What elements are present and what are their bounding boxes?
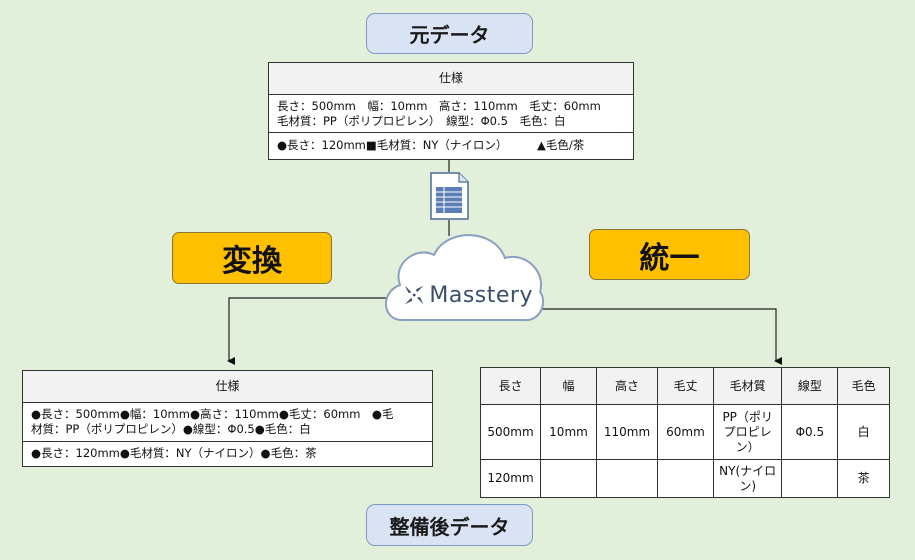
source-spec-row-1: 長さ：500mm 幅：10mm 高さ：110mm 毛丈：60mm 毛材質：PP（…: [269, 95, 633, 133]
masstery-logo-text: Masstery: [429, 282, 533, 308]
unified-cell: PP（ポリプロピレン）: [712, 404, 783, 460]
unified-cell: 120mm: [479, 459, 542, 498]
unified-header-cell: 幅: [540, 367, 597, 405]
unified-cell: [657, 459, 714, 498]
converted-spec-row-1-line-2: 材質：PP（ポリプロピレン）●線型：Φ0.5●毛色：白: [31, 422, 311, 436]
table-row: 120mm NY(ナイロン) 茶: [479, 459, 890, 498]
convert-callout: 変換: [172, 232, 332, 284]
source-data-label: 元データ: [366, 13, 533, 54]
unified-header-cell: 高さ: [595, 367, 659, 405]
masstery-logo-icon: [404, 285, 424, 305]
unified-cell: 60mm: [657, 404, 714, 460]
converted-spec-header: 仕様: [23, 371, 432, 403]
converted-spec-table: 仕様 ●長さ：500mm●幅：10mm●高さ：110mm●毛丈：60mm ●毛 …: [22, 370, 433, 467]
unified-header-cell: 線型: [781, 367, 839, 405]
unified-cell: NY(ナイロン): [712, 459, 783, 498]
unified-cell: 110mm: [595, 404, 659, 460]
unified-spec-table: 長さ 幅 高さ 毛丈 毛材質 線型 毛色 500mm 10mm 110mm 60…: [479, 367, 890, 498]
source-spec-row-2: ●長さ：120mm■毛材質：NY（ナイロン） ▲毛色/茶: [269, 133, 633, 156]
masstery-logo: Masstery: [403, 280, 533, 310]
spreadsheet-icon: [430, 172, 469, 220]
converted-spec-row-2-text: ●長さ：120mm●毛材質：NY（ナイロン）●毛色：茶: [31, 446, 317, 460]
source-data-label-text: 元データ: [409, 23, 490, 47]
connector-to-unified: [540, 308, 782, 365]
unified-header-cell: 毛材質: [712, 367, 783, 405]
converted-spec-row-1: ●長さ：500mm●幅：10mm●高さ：110mm●毛丈：60mm ●毛 材質：…: [23, 403, 432, 442]
unified-cell: 白: [837, 404, 890, 460]
converted-spec-row-2: ●長さ：120mm●毛材質：NY（ナイロン）●毛色：茶: [23, 442, 432, 464]
table-row: 500mm 10mm 110mm 60mm PP（ポリプロピレン） Φ0.5 白: [479, 404, 890, 460]
unified-cell: 500mm: [479, 404, 542, 460]
unified-cell: [781, 459, 839, 498]
unified-cell: 茶: [837, 459, 890, 498]
source-spec-row-1-line-1: 長さ：500mm 幅：10mm 高さ：110mm 毛丈：60mm: [277, 99, 601, 113]
source-spec-header: 仕様: [269, 63, 633, 95]
result-data-label-text: 整備後データ: [389, 514, 510, 539]
unified-cell: Φ0.5: [781, 404, 839, 460]
result-data-label: 整備後データ: [366, 504, 533, 546]
unified-cell: [595, 459, 659, 498]
source-spec-row-2-part-2: ▲毛色/茶: [537, 138, 585, 152]
unified-table-header-row: 長さ 幅 高さ 毛丈 毛材質 線型 毛色: [479, 367, 890, 405]
source-spec-row-2-part-1: ●長さ：120mm■毛材質：NY（ナイロン）: [277, 138, 508, 152]
unify-callout: 統一: [589, 229, 750, 280]
unify-callout-text: 統一: [639, 240, 700, 276]
convert-callout-text: 変換: [222, 244, 282, 279]
unified-header-cell: 長さ: [479, 367, 542, 405]
source-spec-row-1-line-2: 毛材質：PP（ポリプロピレン） 線型：Φ0.5 毛色：白: [277, 114, 566, 128]
unified-header-cell: 毛丈: [657, 367, 714, 405]
cloud-icon: [385, 234, 545, 322]
unified-cell: 10mm: [540, 404, 597, 460]
connector-to-converted: [227, 297, 386, 365]
source-spec-table: 仕様 長さ：500mm 幅：10mm 高さ：110mm 毛丈：60mm 毛材質：…: [268, 62, 634, 160]
unified-header-cell: 毛色: [837, 367, 890, 405]
unified-cell: [540, 459, 597, 498]
converted-spec-row-1-line-1: ●長さ：500mm●幅：10mm●高さ：110mm●毛丈：60mm ●毛: [31, 407, 394, 421]
